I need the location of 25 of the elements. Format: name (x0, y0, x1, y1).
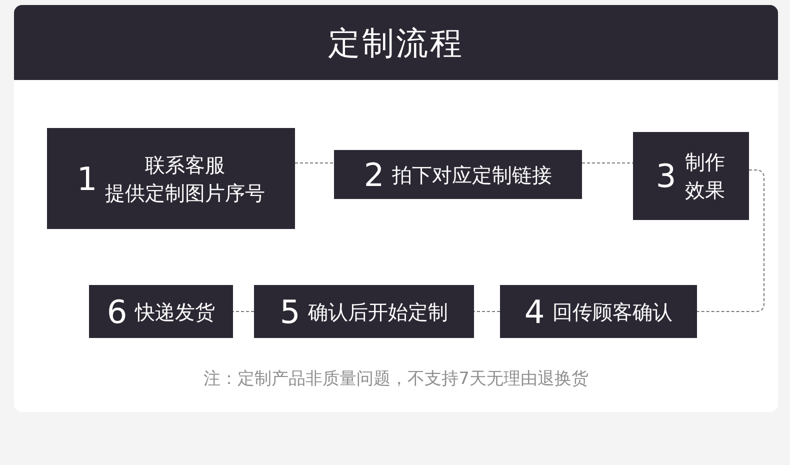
step-text: 快递发货 (135, 298, 216, 326)
dashed-connector (582, 162, 634, 164)
note-text: 注：定制产品非质量问题，不支持7天无理由退换货 (202, 368, 590, 390)
step-box (47, 128, 295, 229)
title: 定制流程 (327, 23, 465, 63)
step-box (500, 285, 697, 338)
step-text: 联系客服 (145, 152, 226, 178)
dashed-connector (294, 162, 334, 164)
step-number: 2 (364, 156, 384, 192)
step-text: 确认后开始定制 (308, 298, 448, 326)
step-number: 4 (524, 294, 545, 330)
step-box (633, 132, 749, 220)
step-box (254, 285, 474, 338)
step-text: 制作效果 (684, 149, 726, 204)
dashed-connector (474, 311, 500, 312)
dashed-connector (696, 170, 764, 312)
step-text: 回传顾客确认 (552, 298, 673, 326)
step-box (334, 150, 582, 199)
step-text: 提供定制图片序号 (105, 180, 266, 206)
step-text: 拍下对应定制链接 (392, 162, 552, 188)
step-number: 5 (280, 294, 300, 330)
step-box (89, 285, 233, 338)
step-number: 1 (76, 160, 98, 196)
step-number: 6 (106, 294, 128, 330)
step-number: 3 (656, 158, 676, 194)
